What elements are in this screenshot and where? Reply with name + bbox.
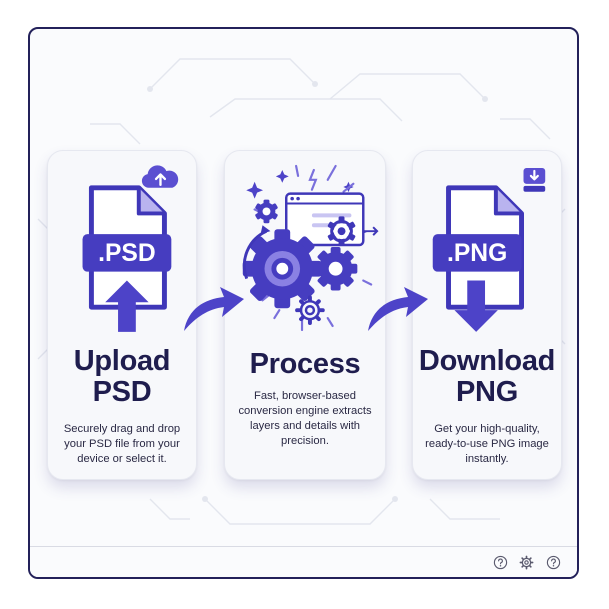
help-icon[interactable] <box>546 555 561 570</box>
psd-file-icon: .PSD <box>82 185 172 310</box>
step-title-upload-line2: PSD <box>92 376 152 408</box>
process-illustration <box>242 164 379 332</box>
download-drive-icon <box>523 168 546 192</box>
down-arrow-icon <box>454 280 498 332</box>
step-description-process: Fast, browser-based conversion engine ex… <box>238 390 372 447</box>
step-description-upload: Securely drag and drop your PSD file fro… <box>63 423 181 465</box>
help-icon[interactable] <box>493 555 508 570</box>
app-window: .PSD Upload PSD Securely drag and drop y… <box>28 27 579 579</box>
upload-illustration: .PSD <box>82 165 179 332</box>
step-card-upload[interactable]: .PSD Upload PSD Securely drag and drop y… <box>47 150 197 480</box>
download-illustration: .PNG <box>432 168 546 332</box>
step-title-upload-line1: Upload <box>73 345 171 377</box>
step-card-process[interactable]: Process Fast, browser-based conversion e… <box>224 150 386 480</box>
settings-icon[interactable] <box>519 555 534 570</box>
png-file-icon: .PNG <box>432 185 524 310</box>
step-title-download-line2: PNG <box>456 376 518 408</box>
file-badge-psd: .PSD <box>98 240 156 267</box>
step-description-download: Get your high-quality, ready-to-use PNG … <box>425 423 549 465</box>
curved-arrow-icon <box>184 287 244 331</box>
gears-icon <box>242 199 358 326</box>
cloud-upload-icon <box>141 165 179 188</box>
up-arrow-icon <box>105 280 149 332</box>
step-card-download[interactable]: .PNG Download PNG Get your high-quality,… <box>412 150 562 480</box>
footer-bar <box>30 546 577 577</box>
curved-arrow-icon <box>368 287 428 331</box>
file-badge-png: .PNG <box>447 240 507 267</box>
step-title-download-line1: Download <box>418 345 556 377</box>
step-title-process: Process <box>249 348 361 380</box>
